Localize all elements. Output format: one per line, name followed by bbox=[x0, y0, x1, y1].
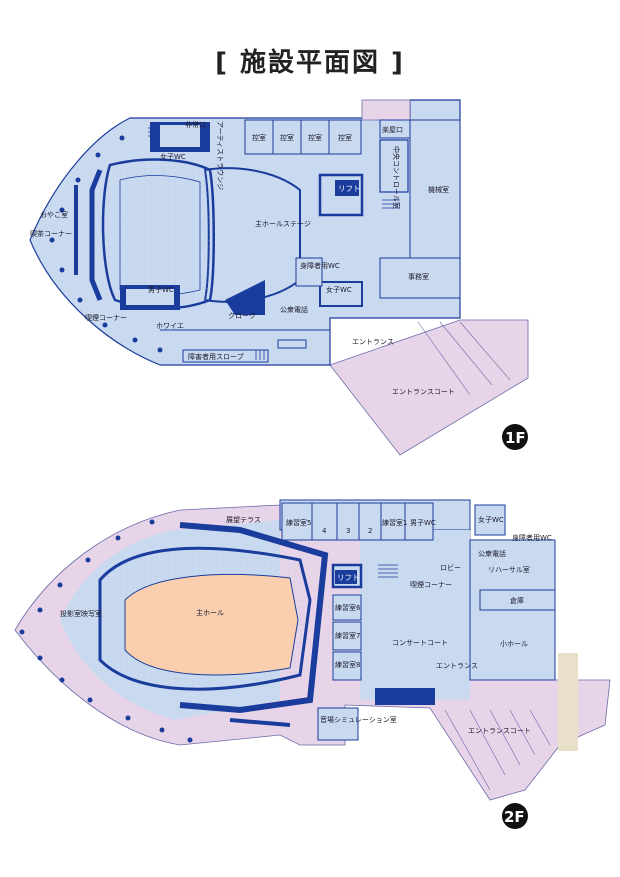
f2-public-phone-label: 公衆電話 bbox=[478, 549, 506, 558]
f1-foyer-label: ホワイエ bbox=[156, 322, 184, 330]
f1-tea-corner-label: 喫茶コーナー bbox=[30, 229, 72, 238]
f2-lift-label: リフト bbox=[337, 573, 360, 582]
page-title: [ 施設平面図 ] bbox=[215, 48, 405, 78]
f2-womens-wc-label: 女子WC bbox=[478, 515, 504, 524]
f2-small-hall-label: 小ホール bbox=[500, 639, 528, 648]
f1-main-hall-stage-label: 主ホールステージ bbox=[255, 219, 311, 228]
f1-green-room-1-label: 控室 bbox=[252, 133, 266, 142]
f1-green-room-3-label: 控室 bbox=[308, 133, 322, 142]
f2-practice-room-8-label: 練習室8 bbox=[335, 660, 360, 669]
f2-observation-terrace-label: 展望テラス bbox=[226, 515, 261, 524]
f1-lift-label: リフト bbox=[338, 184, 361, 193]
f1-central-control-label: 中央コントロール室 bbox=[392, 146, 401, 209]
f2-accessible-wc-label: 身障者用WC bbox=[512, 533, 552, 542]
f1-green-room-4-label: 控室 bbox=[338, 133, 352, 142]
f2-practice-3-label: 3 bbox=[346, 527, 350, 535]
f1-oyako-room-label: おやこ室 bbox=[40, 210, 68, 219]
f2-practice-room-6-label: 練習室6 bbox=[335, 603, 361, 612]
f2-main-hall-floor bbox=[124, 573, 299, 676]
f1-accessible-wc-label: 身障者用WC bbox=[300, 261, 340, 270]
f2-practice-2-label: 2 bbox=[368, 527, 372, 535]
f2-entrance-label: エントランス bbox=[436, 662, 478, 670]
f1-machine-room-label: 機械室 bbox=[428, 185, 449, 194]
floor-1-plan: 非常口 アーティストラウンジ 控室 控室 控室 控室 楽屋口 中央コントロール室… bbox=[29, 99, 529, 456]
f2-main-hall-label: 主ホール bbox=[196, 608, 224, 617]
f2-mens-wc-label: 男子WC bbox=[410, 519, 436, 527]
f2-floor-badge: 2F bbox=[502, 803, 528, 829]
f1-public-phone-label: 公衆電話 bbox=[280, 305, 308, 314]
f1-green-room-2-label: 控室 bbox=[280, 133, 294, 142]
f1-smoking-corner-label: 喫煙コーナー bbox=[85, 313, 127, 322]
f1-badge-text: 1F bbox=[505, 429, 526, 447]
f2-practice-room-7-label: 練習室7 bbox=[335, 631, 360, 640]
f1-emergency-exit-label: 非常口 bbox=[185, 120, 206, 129]
f2-practice-room-5-label: 練習室5 bbox=[286, 518, 311, 527]
f2-concert-court-label: コンサートコート bbox=[392, 639, 448, 647]
f2-sound-sim-room-label: 音場シミュレーション室 bbox=[320, 715, 397, 724]
f2-projection-room-label: 投影室映写室 bbox=[60, 609, 102, 618]
f2-storage-label: 倉庫 bbox=[510, 596, 524, 605]
f2-practice-room-1-label: 練習室1 bbox=[382, 518, 407, 527]
f1-entrance-label: エントランス bbox=[352, 338, 394, 346]
f1-mens-wc-label: 男子WC bbox=[148, 286, 174, 294]
f1-entrance-court-area bbox=[329, 319, 529, 456]
f2-practice-4-label: 4 bbox=[322, 527, 327, 535]
floor-2-plan: 展望テラス 練習室5 4 3 2 練習室1 男子WC 女子WC 身障者用WC 公… bbox=[14, 499, 611, 829]
f1-womens-wc-label: 女子WC bbox=[326, 285, 352, 294]
f1-office-label: 事務室 bbox=[408, 272, 429, 281]
f2-rehearsal-room-label: リハーサル室 bbox=[488, 565, 530, 574]
f1-cloak-label: クローク bbox=[228, 312, 256, 320]
f1-floor-badge: 1F bbox=[502, 424, 528, 450]
f1-auditorium-seating bbox=[101, 158, 215, 310]
f1-entrance-court-label: エントランスコート bbox=[392, 388, 455, 396]
f2-entrance-court-label: エントランスコート bbox=[468, 727, 531, 735]
f2-lobby-label: ロビー bbox=[440, 563, 461, 572]
f2-smoking-corner-label: 喫煙コーナー bbox=[410, 580, 452, 589]
f2-badge-text: 2F bbox=[504, 808, 525, 826]
f1-womens-wc-top-label: 女子WC bbox=[160, 152, 186, 161]
f1-gakuya-exit-label: 楽屋口 bbox=[382, 125, 403, 134]
f1-artist-lounge-label: アーティストラウンジ bbox=[216, 121, 224, 190]
f1-accessible-slope-label: 障害者用スロープ bbox=[188, 352, 244, 361]
